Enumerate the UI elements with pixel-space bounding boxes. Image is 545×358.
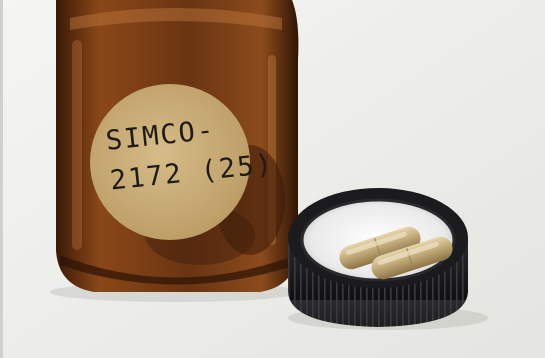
capsule — [339, 226, 421, 270]
jar-label — [90, 84, 250, 240]
label-text: SIMCO- 2172 (25) — [104, 106, 275, 201]
capsule — [371, 236, 453, 280]
